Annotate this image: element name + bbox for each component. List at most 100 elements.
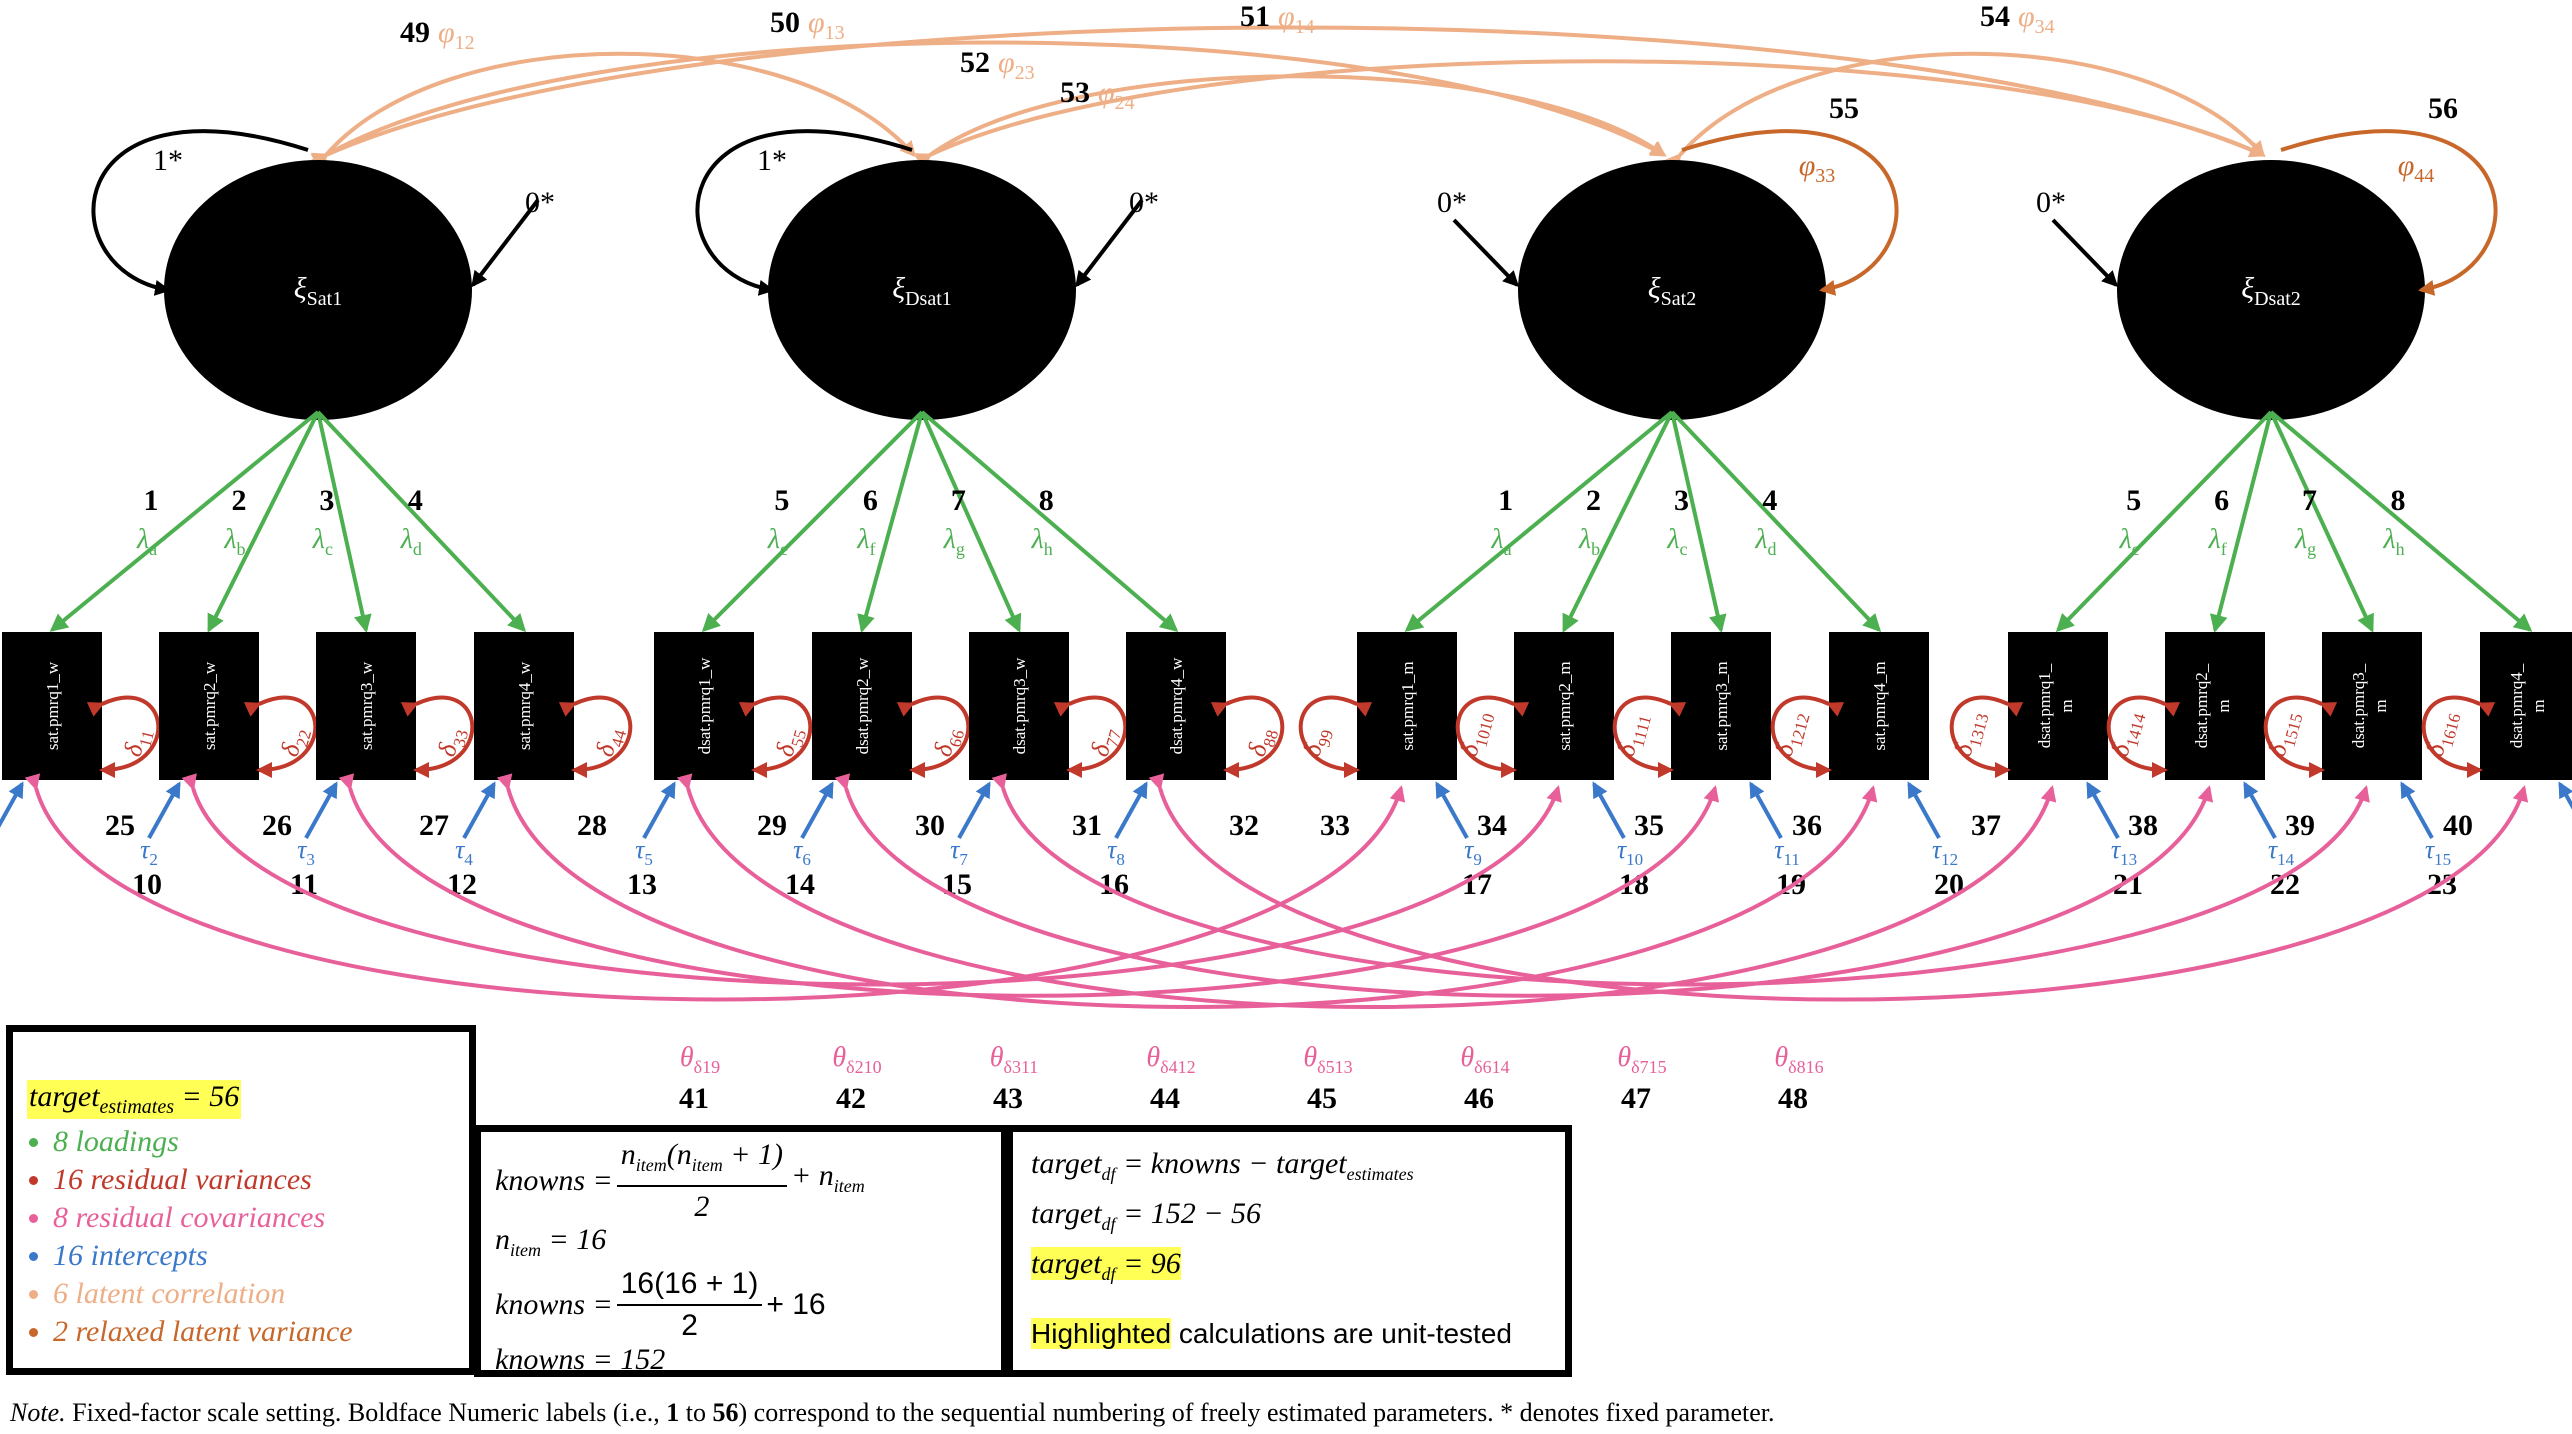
target-value: = 56 <box>173 1080 240 1113</box>
variance-label: φ44 <box>2398 149 2435 187</box>
residual-variance-label: δ88 <box>1242 724 1282 761</box>
residual-covariance-label: θδ311 <box>990 1042 1039 1077</box>
indicator-box <box>316 632 416 780</box>
loading-label: λh <box>2382 524 2404 559</box>
knowns-formula: knowns = nitem(nitem + 1) 2 + nitem <box>495 1138 987 1223</box>
intercept-label: τ1 <box>0 835 1 869</box>
loading-label: λg <box>2294 524 2316 559</box>
fixed-variance-label: 1* <box>153 144 183 177</box>
intercept-label: τ11 <box>1774 835 1800 869</box>
residual-variance-loop <box>558 695 633 778</box>
loading-arrow <box>49 410 320 632</box>
correlation-number: 49 <box>400 16 430 49</box>
intercept-arrow <box>147 781 181 839</box>
residual-variance-number: 25 <box>105 809 135 842</box>
knowns-frac-num: nitem(nitem + 1) <box>616 1135 787 1187</box>
indicator-box <box>969 632 1069 780</box>
intercept-arrow <box>462 781 496 839</box>
indicator-box <box>812 632 912 780</box>
residual-covariance-label: θδ513 <box>1303 1042 1352 1077</box>
correlation-label: φ13 <box>808 6 845 44</box>
n-item-line: nitem = 16 <box>495 1223 607 1260</box>
residual-variance-label: δ22 <box>275 724 315 761</box>
loading-label: λf <box>856 524 875 559</box>
latent-factors-layer: ξSat10*1*ξDsat10*1*ξSat20*55φ33ξDsat20*5… <box>91 92 2498 420</box>
indicator-box <box>474 632 574 780</box>
residual-covariance-label: θδ715 <box>1617 1042 1666 1077</box>
knowns-box: knowns = nitem(nitem + 1) 2 + nitem nite… <box>474 1125 1008 1377</box>
estimates-summary-box: targetestimates = 56 8 loadings16 residu… <box>6 1025 476 1375</box>
summary-item: 2 relaxed latent variance <box>53 1313 455 1351</box>
fixed-mean-label: 0* <box>1437 186 1467 219</box>
indicator-box <box>2008 632 2108 780</box>
latent-factor-label: ξSat1 <box>294 272 342 310</box>
summary-item: 6 latent correlation <box>53 1275 455 1313</box>
residual-variance-label: δ11 <box>118 725 158 761</box>
intercept-arrow <box>800 781 834 839</box>
correlation-number: 51 <box>1240 0 1270 33</box>
correlation-number: 54 <box>1980 0 2010 33</box>
residual-variance-number: 28 <box>577 809 607 842</box>
intercept-label: τ7 <box>950 835 968 869</box>
df-line-1: targetdf = knowns − targetestimates <box>1031 1147 1414 1184</box>
residual-covariance-number: 41 <box>679 1082 709 1115</box>
indicator-label: dsat.pmrq3_w <box>1010 657 1029 755</box>
indicator-box <box>1671 632 1771 780</box>
indicator-box <box>2165 632 2265 780</box>
correlation-arc <box>310 25 2266 168</box>
loading-number: 1 <box>1498 484 1513 517</box>
residual-covariance-number: 44 <box>1150 1082 1180 1115</box>
loading-label: λf <box>2208 524 2227 559</box>
knowns-frac-den: 2 <box>694 1190 710 1223</box>
intercept-arrow <box>957 781 991 839</box>
residual-covariance-label: θδ210 <box>832 1042 881 1077</box>
indicator-box <box>1514 632 1614 780</box>
residual-covariance-number: 46 <box>1464 1082 1494 1115</box>
loading-arrow <box>2269 410 2533 632</box>
correlation-label: φ14 <box>1278 0 1315 38</box>
highlighted-word: Highlighted <box>1031 1318 1172 1349</box>
intercept-arrow <box>1749 781 1783 839</box>
residual-covariance-arc <box>24 773 1406 1002</box>
residual-covariance-label: θδ412 <box>1146 1042 1195 1077</box>
indicator-label: dsat.pmrq2_m <box>2192 663 2233 748</box>
loading-number: 4 <box>408 484 423 517</box>
loading-number: 6 <box>863 484 878 517</box>
residual-variance-loop <box>1455 695 1530 778</box>
residual-variance-label: δ77 <box>1085 723 1126 760</box>
residual-covariance-arc <box>181 773 1562 987</box>
intercept-label: τ3 <box>297 835 315 869</box>
intercept-number: 17 <box>1462 868 1492 901</box>
residual-covariance-number: 42 <box>836 1082 866 1115</box>
residual-variance-loop <box>896 695 971 778</box>
intercept-number: 22 <box>2270 868 2300 901</box>
loading-number: 2 <box>1586 484 1601 517</box>
intercept-label: τ5 <box>635 835 653 869</box>
target-label: target <box>29 1080 100 1113</box>
knowns-sub-formula: knowns = 16(16 + 1) 2 + 16 <box>495 1267 987 1342</box>
residual-covariance-arc <box>338 773 1720 998</box>
unit-test-note: Highlighted calculations are unit-tested <box>1031 1316 1551 1352</box>
indicator-box <box>1126 632 1226 780</box>
latent-factor-ellipse <box>2117 160 2425 420</box>
residual-variance-number: 29 <box>757 809 787 842</box>
knowns-result: knowns = 152 <box>495 1343 666 1376</box>
loading-arrow <box>701 410 924 633</box>
intercept-number: 13 <box>627 868 657 901</box>
residual-variance-number: 26 <box>262 809 292 842</box>
residual-variance-label: δ66 <box>928 724 968 761</box>
residual-variance-number: 37 <box>1971 809 2001 842</box>
loading-label: λd <box>1754 524 1776 559</box>
loading-arrow <box>920 410 1179 632</box>
residual-covariance-number: 47 <box>1621 1082 1651 1115</box>
loading-arrow <box>207 411 320 633</box>
residual-variance-loop <box>2263 695 2338 778</box>
loading-arrow <box>1562 411 1674 633</box>
loading-arrow <box>920 411 1022 633</box>
loading-label: λb <box>223 524 245 559</box>
residual-variance-loop <box>1770 695 1845 778</box>
loading-number: 5 <box>774 484 789 517</box>
residual-covariance-label: θδ19 <box>680 1042 720 1077</box>
residual-variance-number: 33 <box>1320 809 1350 842</box>
residual-variance-loop <box>1298 695 1373 778</box>
